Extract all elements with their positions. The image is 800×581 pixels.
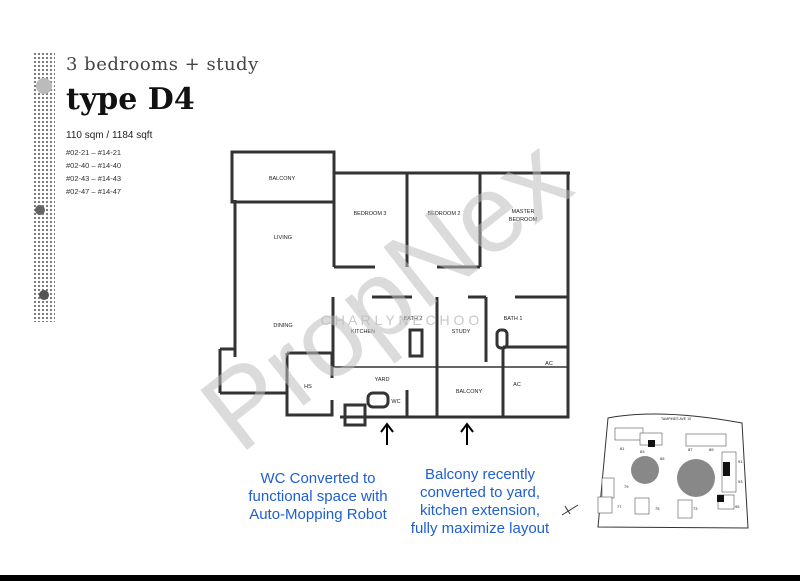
svg-text:95: 95 (735, 504, 740, 509)
watermark-agent: C H A R L Y N E C H O O (321, 312, 480, 328)
walls (218, 150, 570, 427)
room-label: STUDY (452, 329, 471, 335)
svg-text:79: 79 (624, 484, 629, 489)
room-label: WC (391, 399, 400, 405)
svg-text:85: 85 (660, 456, 665, 461)
road-label: TAMPINES AVE 10 (661, 417, 691, 421)
svg-text:87: 87 (688, 447, 693, 452)
unit-range: #02-40 – #14-40 (66, 161, 122, 170)
unit-range: #02-47 – #14-47 (66, 187, 122, 196)
room-label: BEDROOM 2 (427, 211, 460, 217)
room-label: BALCONY (456, 389, 483, 395)
site-plan: TAMPINES AVE 10 81 83 85 87 89 91 93 95 … (561, 413, 749, 529)
wc-conversion-note: WC Converted to functional space with Au… (248, 470, 388, 523)
svg-text:75: 75 (655, 506, 660, 511)
svg-text:93: 93 (738, 479, 743, 484)
unit-type-title: type D4 (66, 82, 195, 117)
decorative-dot-strip (33, 52, 55, 322)
unit-area: 110 sqm / 1184 sqft (66, 130, 153, 141)
room-label: AC (513, 382, 521, 388)
decorative-circle (36, 78, 52, 94)
room-label: YARD (375, 377, 390, 383)
unit-range: #02-21 – #14-21 (66, 148, 122, 157)
room-label: BATH 2 (404, 316, 423, 322)
room-label: KITCHEN (351, 329, 375, 335)
room-label: DINING (273, 323, 292, 329)
north-arrow-icon (561, 504, 579, 516)
room-labels: BALCONY LIVING BEDROOM 3 BEDROOM 2 MASTE… (269, 176, 553, 405)
decorative-circle (35, 205, 45, 215)
room-label: BEDROOM (509, 217, 538, 223)
room-label: BATH 1 (504, 316, 523, 322)
svg-text:81: 81 (620, 446, 625, 451)
room-label: AC (545, 361, 553, 367)
room-label: HS (304, 384, 312, 390)
room-label: BEDROOM 3 (353, 211, 386, 217)
unit-subtitle: 3 bedrooms + study (66, 54, 259, 75)
unit-range: #02-43 – #14-43 (66, 174, 122, 183)
arrow-icon (380, 422, 394, 445)
svg-text:89: 89 (709, 447, 714, 452)
watermark-brand: PropNex (179, 114, 592, 474)
svg-text:83: 83 (640, 449, 645, 454)
room-label: BALCONY (269, 176, 296, 182)
room-label: MASTER (512, 209, 535, 215)
svg-text:91: 91 (738, 459, 743, 464)
room-label: LIVING (274, 235, 292, 241)
arrow-icon (460, 422, 474, 445)
svg-text:77: 77 (617, 504, 622, 509)
balcony-conversion-note: Balcony recently converted to yard, kitc… (410, 466, 550, 537)
bottom-bar (0, 575, 800, 581)
svg-text:73: 73 (693, 506, 698, 511)
decorative-circle (39, 290, 49, 300)
